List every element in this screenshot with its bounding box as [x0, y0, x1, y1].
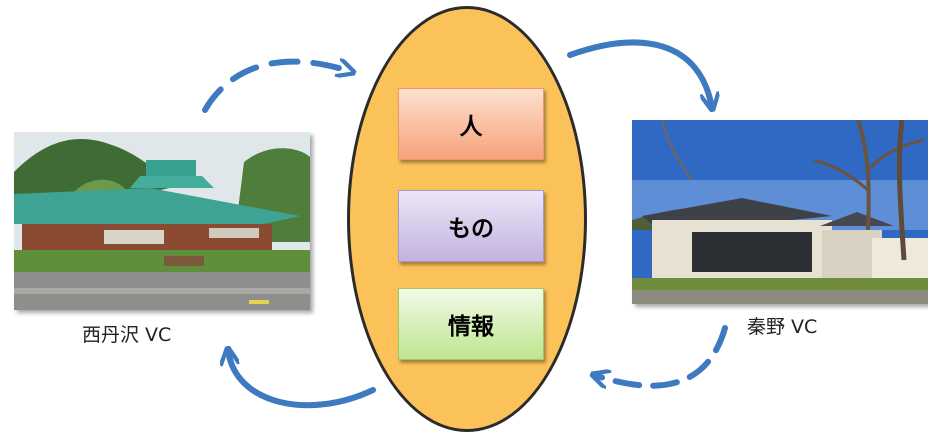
arrow-left-to-center	[202, 62, 352, 113]
hadano-photo	[632, 120, 928, 304]
people-label: 人	[459, 114, 483, 140]
arrow-center-to-right	[567, 39, 712, 108]
arrow-center-to-left	[228, 350, 376, 409]
arrow-right-to-center	[594, 325, 728, 386]
people-box: 人	[398, 88, 544, 160]
info-label: 情報	[448, 314, 494, 340]
info-box: 情報	[398, 288, 544, 360]
hadano-caption: 秦野 VC	[747, 316, 818, 338]
nishi-tanzawa-photo	[14, 132, 310, 310]
nishi-tanzawa-caption: 西丹沢 VC	[82, 324, 172, 346]
things-label: もの	[448, 216, 494, 242]
things-box: もの	[398, 190, 544, 262]
